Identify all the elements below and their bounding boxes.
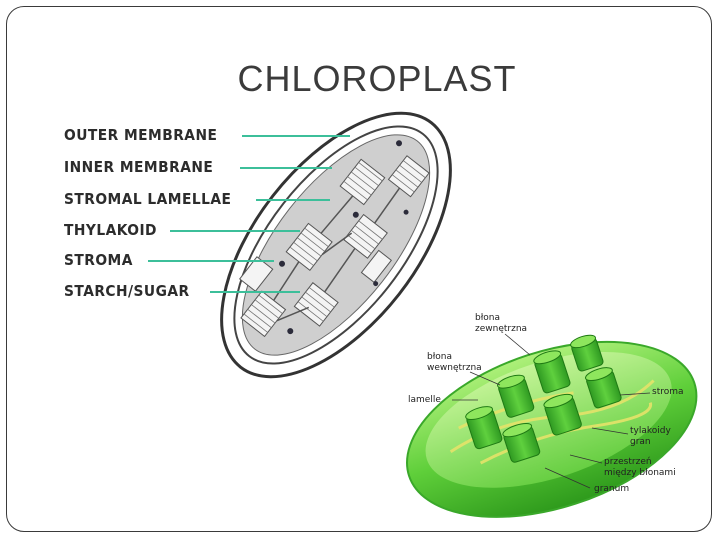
granum-stack xyxy=(360,249,393,284)
label-line: wewnętrzna xyxy=(427,363,482,373)
slide-title: CHLOROPLAST xyxy=(237,58,517,99)
label-line: gran xyxy=(630,437,651,447)
label-blona-zewnetrzna: błona zewnętrzna xyxy=(475,313,527,335)
label-line: tylakoidy xyxy=(630,426,671,436)
label-przestrzen: przestrzeń między błonami xyxy=(604,457,676,479)
label-thylakoid: THYLAKOID xyxy=(64,221,157,239)
label-granum: granum xyxy=(594,484,630,494)
label-line: zewnętrzna xyxy=(475,324,528,334)
thylakoid-lines xyxy=(243,160,426,333)
stromal-lamellae xyxy=(273,187,401,322)
label-blona-wewnetrzna: błona wewnętrzna xyxy=(427,352,482,374)
label-inner-membrane: INNER MEMBRANE xyxy=(64,158,214,176)
label-starch-sugar: STARCH/SUGAR xyxy=(64,282,190,300)
leader-lines xyxy=(148,135,350,293)
label-stromal-lamellae: STROMAL LAMELLAE xyxy=(64,190,232,208)
label-stroma-pl: stroma xyxy=(652,387,684,397)
right-pointer-lines xyxy=(452,333,651,489)
label-line: przestrzeń xyxy=(604,457,652,467)
granum-stack xyxy=(343,213,388,259)
granum-stack xyxy=(293,282,339,327)
starch-granules xyxy=(279,140,409,335)
grana-stacks xyxy=(239,155,430,338)
green-grana xyxy=(465,334,622,463)
label-tylakoidy-gran: tylakoidy gran xyxy=(630,426,671,448)
granum-stack xyxy=(339,158,386,206)
label-line: między błonami xyxy=(604,468,676,478)
label-stroma: STROMA xyxy=(64,251,133,269)
granum-stack xyxy=(239,256,274,292)
label-line: błona xyxy=(475,313,500,323)
label-line: błona xyxy=(427,352,452,362)
label-lamelle: lamelle xyxy=(408,395,441,405)
label-outer-membrane: OUTER MEMBRANE xyxy=(64,126,218,144)
